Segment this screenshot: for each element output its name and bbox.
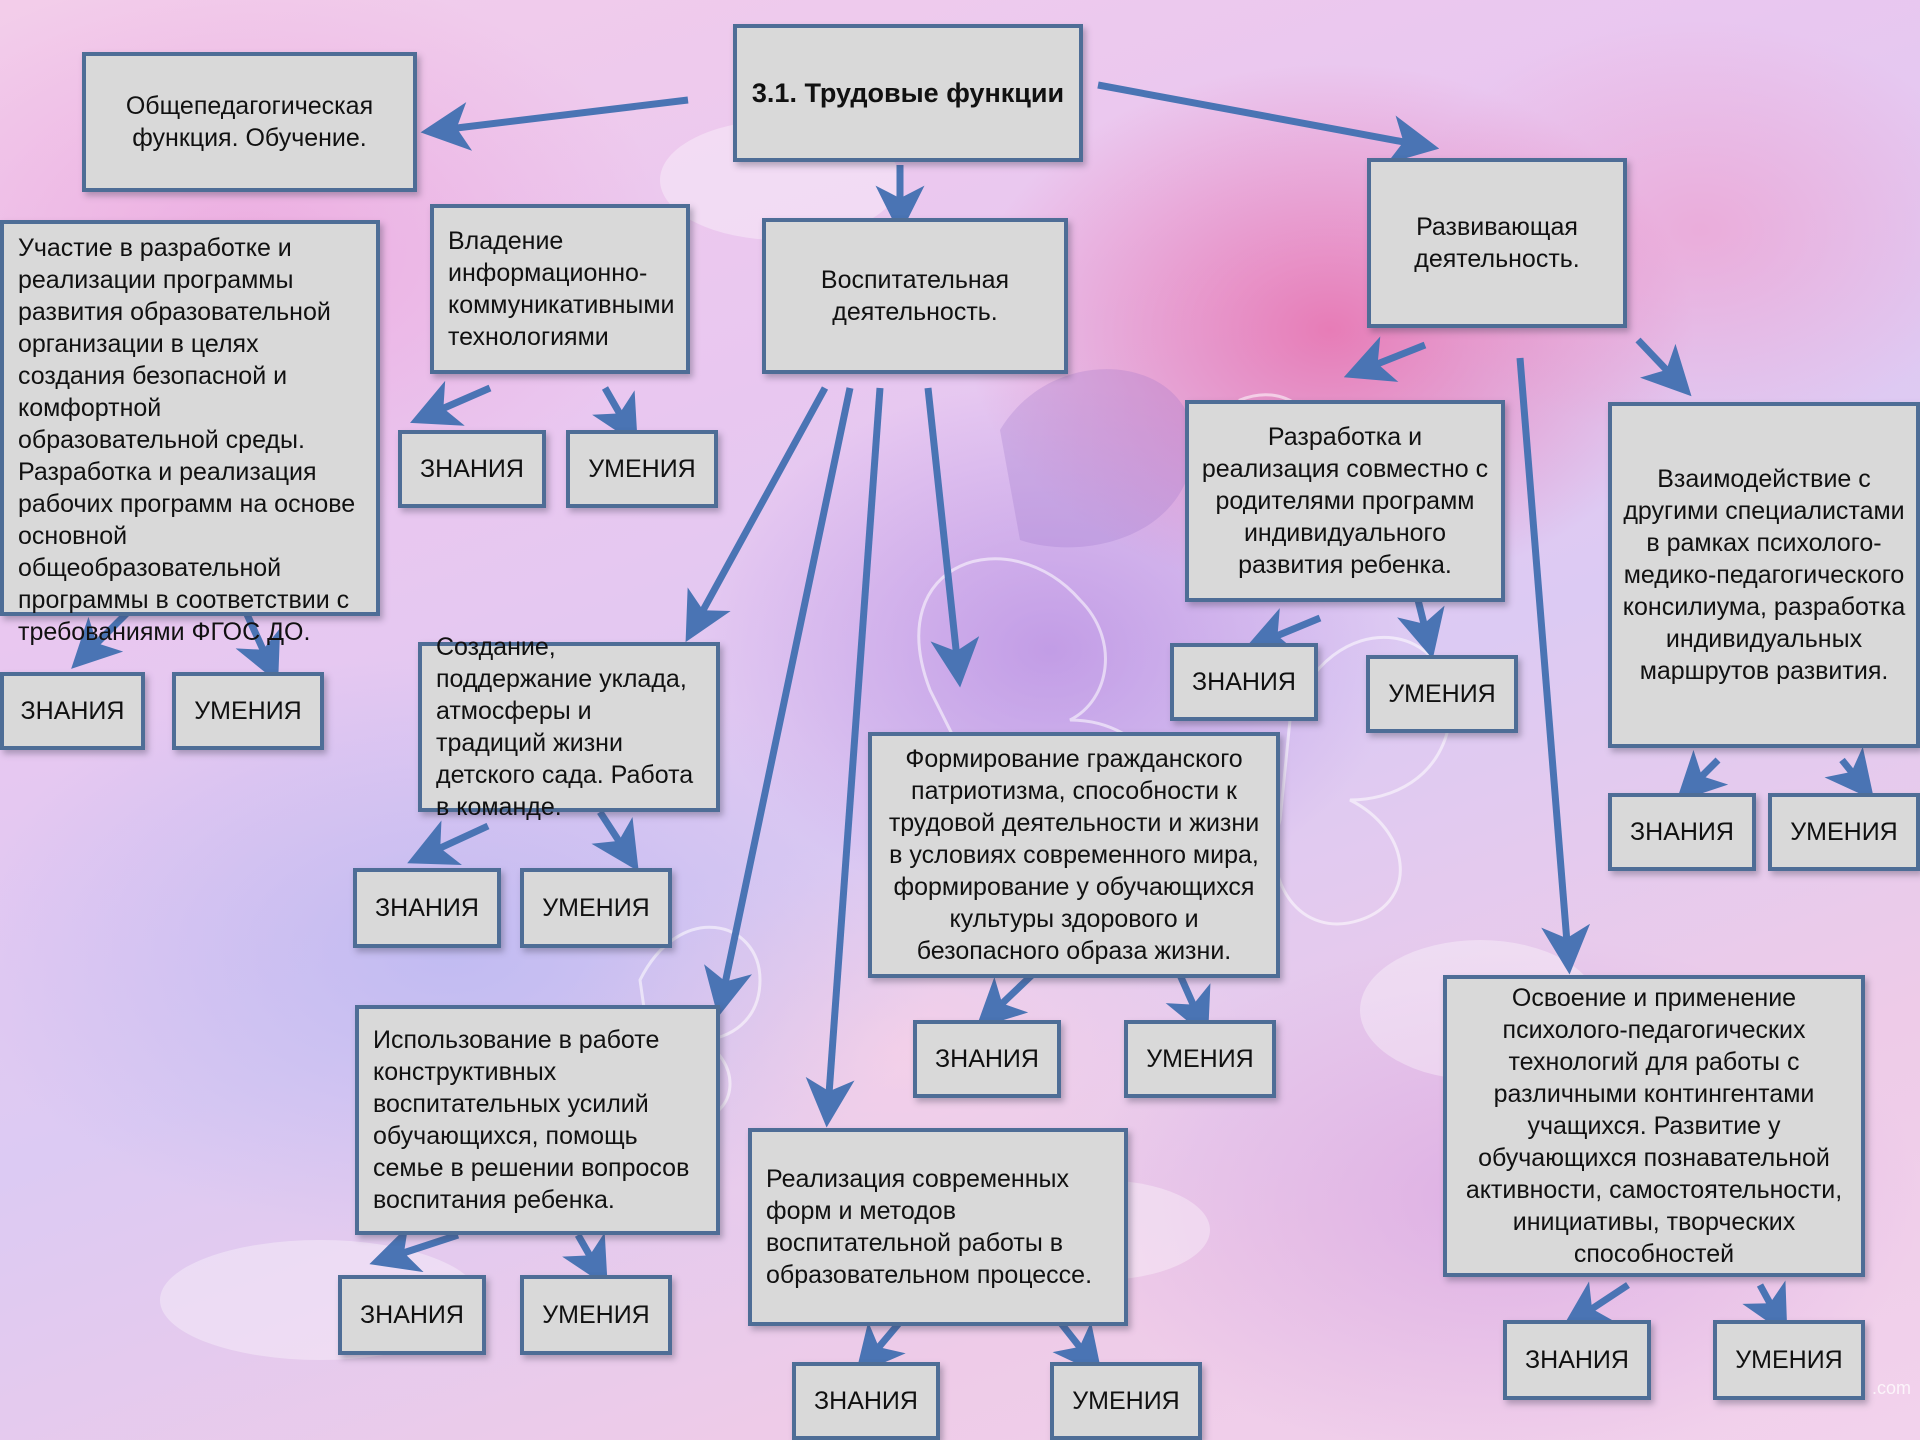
patriotism-skills-box: УМЕНИЯ xyxy=(1124,1020,1276,1098)
parents-skills-box: УМЕНИЯ xyxy=(1366,655,1518,733)
arrow-specialists-knowledge xyxy=(1676,749,1729,802)
knowledge-label: ЗНАНИЯ xyxy=(420,455,524,483)
arrow-culture-knowledge xyxy=(407,820,490,865)
knowledge-label: ЗНАНИЯ xyxy=(1192,668,1296,696)
knowledge-label: ЗНАНИЯ xyxy=(20,697,125,725)
arrow-technologies-knowledge xyxy=(1561,1281,1630,1329)
arrow-ict-skills xyxy=(592,386,638,445)
ict-text: Владение информационно-коммуникативными … xyxy=(448,227,675,351)
technologies-knowledge-box: ЗНАНИЯ xyxy=(1503,1320,1651,1400)
program-skills-box: УМЕНИЯ xyxy=(172,672,324,750)
watermark: .com xyxy=(1872,1378,1912,1398)
patriotism-box: Формирование гражданского патриотизма, с… xyxy=(868,732,1280,978)
culture-text: Создание, поддержание уклада, атмосферы … xyxy=(436,633,694,821)
specialists-knowledge-box: ЗНАНИЯ xyxy=(1608,793,1756,871)
upbringing-function-box: Воспитательная деятельность. xyxy=(762,218,1068,374)
arrow-methods-knowledge xyxy=(855,1319,906,1375)
arrow-culture-skills xyxy=(591,810,639,872)
knowledge-label: ЗНАНИЯ xyxy=(360,1301,464,1329)
culture-skills-box: УМЕНИЯ xyxy=(520,868,672,948)
arrow-patriotism-skills xyxy=(1165,973,1211,1038)
specialists-text: Взаимодействие с другими специалистами в… xyxy=(1622,465,1906,685)
arrow-upbringing-to-culture xyxy=(685,386,829,643)
arrow-specialists-skills xyxy=(1824,746,1875,801)
efforts-skills-box: УМЕНИЯ xyxy=(520,1275,672,1355)
general-function-box: Общепедагогическая функция. Обучение. xyxy=(82,52,417,192)
knowledge-label: ЗНАНИЯ xyxy=(1630,818,1734,846)
program-development-text: Участие в разработке и реализации програ… xyxy=(18,234,356,646)
knowledge-label: ЗНАНИЯ xyxy=(1525,1346,1629,1374)
general-function-label: Общепедагогическая функция. Обучение. xyxy=(125,92,374,152)
arrow-developing-to-parents xyxy=(1343,336,1427,382)
arrow-patriotism-knowledge xyxy=(975,972,1035,1029)
parents-program-box: Разработка и реализация совместно с роди… xyxy=(1185,400,1505,602)
skills-label: УМЕНИЯ xyxy=(1146,1045,1254,1073)
technologies-text: Освоение и применение психолого-педагоги… xyxy=(1465,984,1843,1268)
page-title: 3.1. Трудовые функции xyxy=(751,78,1065,108)
skills-label: УМЕНИЯ xyxy=(588,455,696,483)
knowledge-label: ЗНАНИЯ xyxy=(935,1045,1039,1073)
ict-knowledge-box: ЗНАНИЯ xyxy=(398,430,546,508)
arrow-efforts-knowledge xyxy=(369,1225,460,1273)
skills-label: УМЕНИЯ xyxy=(1735,1346,1843,1374)
ict-box: Владение информационно-коммуникативными … xyxy=(430,204,690,374)
efforts-text: Использование в работе конструктивных во… xyxy=(373,1026,690,1214)
skills-label: УМЕНИЯ xyxy=(1072,1387,1180,1415)
methods-knowledge-box: ЗНАНИЯ xyxy=(792,1362,940,1440)
efforts-box: Использование в работе конструктивных во… xyxy=(355,1005,720,1235)
arrow-ict-knowledge xyxy=(410,380,492,426)
arrow-parents-skills xyxy=(1397,599,1445,660)
skills-label: УМЕНИЯ xyxy=(194,697,302,725)
patriotism-text: Формирование гражданского патриотизма, с… xyxy=(888,745,1260,965)
arrow-upbringing-to-methods xyxy=(805,387,884,1128)
butterfly-wing-shadow xyxy=(1000,369,1194,548)
program-development-box: Участие в разработке и реализации програ… xyxy=(0,220,380,646)
culture-knowledge-box: ЗНАНИЯ xyxy=(353,868,501,948)
ict-skills-box: УМЕНИЯ xyxy=(566,430,718,508)
developing-function-box: Развивающая деятельность. xyxy=(1367,158,1627,328)
program-knowledge-box: ЗНАНИЯ xyxy=(0,672,145,750)
knowledge-label: ЗНАНИЯ xyxy=(814,1387,918,1415)
specialists-skills-box: УМЕНИЯ xyxy=(1768,793,1920,871)
arrow-developing-to-specialists xyxy=(1635,337,1692,397)
arrow-efforts-skills xyxy=(562,1232,608,1288)
efforts-knowledge-box: ЗНАНИЯ xyxy=(338,1275,486,1355)
arrow-title-to-developing xyxy=(1097,81,1440,164)
skills-label: УМЕНИЯ xyxy=(1388,680,1496,708)
technologies-skills-box: УМЕНИЯ xyxy=(1713,1320,1865,1400)
parents-knowledge-box: ЗНАНИЯ xyxy=(1170,643,1318,721)
methods-box: Реализация современных форм и методов во… xyxy=(748,1128,1128,1326)
skills-label: УМЕНИЯ xyxy=(542,1301,650,1329)
arrow-title-to-general xyxy=(420,96,689,151)
arrow-technologies-skills xyxy=(1742,1280,1788,1336)
arrow-program-skills xyxy=(235,608,281,683)
arrow-upbringing-to-efforts xyxy=(704,387,854,1018)
parents-program-text: Разработка и реализация совместно с роди… xyxy=(1201,423,1489,579)
arrow-developing-to-technologies xyxy=(1516,357,1591,975)
knowledge-label: ЗНАНИЯ xyxy=(375,894,479,922)
skills-label: УМЕНИЯ xyxy=(1790,818,1898,846)
methods-text: Реализация современных форм и методов во… xyxy=(766,1165,1093,1289)
technologies-box: Освоение и применение психолого-педагоги… xyxy=(1443,975,1865,1277)
developing-function-label: Развивающая деятельность. xyxy=(1414,213,1580,273)
specialists-box: Взаимодействие с другими специалистами в… xyxy=(1608,402,1920,748)
title-box: 3.1. Трудовые функции xyxy=(733,24,1083,162)
arrow-parents-knowledge xyxy=(1243,608,1322,654)
arrow-upbringing-to-patriotism xyxy=(924,387,980,688)
culture-box: Создание, поддержание уклада, атмосферы … xyxy=(418,633,720,821)
arrow-program-knowledge xyxy=(71,607,133,669)
patriotism-knowledge-box: ЗНАНИЯ xyxy=(913,1020,1061,1098)
upbringing-function-label: Воспитательная деятельность. xyxy=(820,266,1010,326)
methods-skills-box: УМЕНИЯ xyxy=(1050,1362,1202,1440)
arrow-methods-skills xyxy=(1052,1319,1103,1376)
skills-label: УМЕНИЯ xyxy=(542,894,650,922)
